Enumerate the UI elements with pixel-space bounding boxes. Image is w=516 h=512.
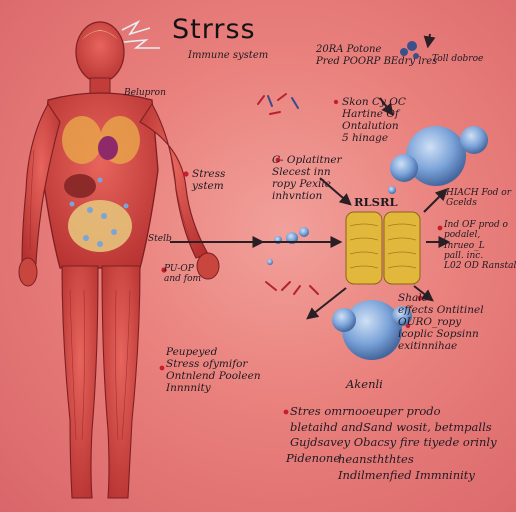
left-hand <box>18 257 38 287</box>
central-gland <box>345 211 421 285</box>
bottom-lines: Stres omrnooeuper prodo bletaihd andSand… <box>290 404 497 450</box>
label-pu-op: PU-OP and fom <box>164 264 202 285</box>
label-right-a: HIACH Fod or Gcelds <box>446 188 512 209</box>
molecule-fragments <box>257 93 319 295</box>
heart <box>98 136 118 160</box>
gland-block-right <box>383 211 421 285</box>
immune-cell <box>299 227 309 237</box>
label-right-b: Ind OF prod o podalel, Inrueo_L pall. in… <box>444 220 516 272</box>
liver <box>64 174 96 198</box>
right-leg <box>101 265 141 499</box>
lungs-left <box>62 116 102 164</box>
gland-block-left <box>345 211 383 285</box>
muscle-striations <box>29 149 191 441</box>
immune-cell <box>342 300 402 360</box>
lymph-nodes <box>69 177 129 247</box>
bottom-left-word: Pidenone <box>286 451 341 465</box>
diagram-subtitle: Immune system <box>188 50 269 61</box>
bullet-markers <box>159 99 443 415</box>
left-leg <box>61 265 99 499</box>
label-side: Stelb <box>148 234 172 244</box>
label-top-right: 20RA Potone Pred POORP BEdry lres <box>316 44 438 67</box>
flow-arrows <box>170 33 451 320</box>
immune-cell <box>332 308 356 332</box>
label-center: C- Oplatitner Slecest inn ropy Pexile in… <box>272 154 342 203</box>
stress-lightning-icon <box>121 19 160 49</box>
label-stress-system: Stress ystem <box>192 168 226 193</box>
immune-cell <box>392 306 412 326</box>
gland-label: RLSRL <box>354 195 398 209</box>
bottom-heading: Akenli <box>346 377 383 391</box>
immune-cell <box>407 41 417 51</box>
immune-cells <box>267 41 488 360</box>
label-effects: Shalc effects Ontitinel OURO_ropy icopli… <box>398 292 484 353</box>
label-skon: Skon Cy OC Hartine Of Ontalution 5 hinag… <box>342 96 406 145</box>
human-body-figure <box>18 21 220 499</box>
immune-cell <box>406 126 466 186</box>
right-hand <box>196 252 220 280</box>
immune-cell <box>460 126 488 154</box>
label-bottom-left: Peupeyed Stress ofymifor Ontnlend Poolee… <box>166 346 261 395</box>
label-top-right-side: Toll dobroe <box>432 54 484 64</box>
immune-cell <box>413 53 419 59</box>
immune-cell <box>400 48 408 56</box>
immune-cell <box>267 259 273 265</box>
bottom-last: heansththtes Indilmenfied Immninity <box>338 452 475 482</box>
label-body: Belupron <box>124 88 166 98</box>
immune-cell <box>390 154 418 182</box>
diagram-title: Strrss <box>172 14 256 45</box>
immune-cell <box>388 186 396 194</box>
